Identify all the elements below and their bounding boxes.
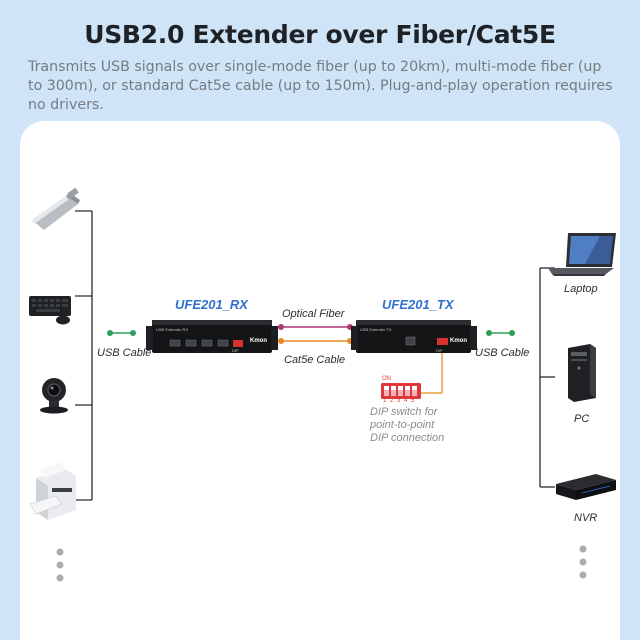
right-bracket: [539, 267, 555, 488]
receiver-dip-text: DIP: [232, 348, 239, 353]
left-usb-cable-label: USB Cable: [97, 347, 152, 359]
receiver-brand-text: Kmon: [250, 338, 267, 344]
dip-position-2: 2: [390, 398, 394, 404]
optical-fiber-label: Optical Fiber: [282, 308, 345, 320]
dip-caption-line-1: DIP switch for: [370, 406, 438, 418]
laptop-icon: [548, 233, 616, 276]
right-usb-cable-label: USB Cable: [475, 347, 530, 359]
page-subtitle: Transmits USB signals over single-mode f…: [28, 59, 613, 113]
dip-on-label: ON: [382, 376, 391, 382]
cat5e-link: [278, 338, 353, 344]
transmitter-device-icon: [351, 320, 477, 353]
dip-position-4: 4: [404, 398, 408, 404]
receiver-name: UFE201_RX: [175, 297, 248, 312]
webcam-icon: [40, 378, 68, 414]
optical-fiber-link: [278, 324, 353, 330]
cat5e-cable-label: Cat5e Cable: [284, 354, 346, 366]
right-usb-link: [486, 330, 515, 336]
usb-flash-drive-icon: [32, 187, 80, 230]
page-title: USB2.0 Extender over Fiber/Cat5E: [84, 20, 556, 49]
transmitter-brand-text: Kmon: [450, 338, 467, 344]
left-bracket: [75, 210, 93, 501]
left-more-dots-icon: [56, 548, 64, 582]
transmitter-panel-text: USB Extender TX: [360, 327, 392, 332]
pc-tower-icon: [568, 344, 596, 402]
dip-position-1: 1: [383, 398, 387, 404]
nvr-icon: [556, 474, 616, 500]
nvr-label: NVR: [574, 512, 598, 524]
dip-caption-line-3: DIP connection: [370, 432, 445, 444]
transmitter-dip-text: DIP: [436, 348, 443, 353]
laptop-label: Laptop: [564, 283, 598, 295]
dip-position-5: 5: [411, 398, 415, 404]
left-usb-link: [107, 330, 136, 336]
dip-caption-line-2: point-to-point: [370, 419, 435, 431]
pc-label: PC: [574, 413, 590, 425]
dip-switch-icon: [381, 383, 421, 399]
transmitter-name: UFE201_TX: [382, 297, 454, 312]
diagram-panel: [20, 121, 620, 640]
printer-icon: [29, 462, 76, 520]
dip-pointer-line: [420, 353, 443, 394]
keyboard-mouse-icon: [29, 296, 71, 325]
dip-position-3: 3: [397, 398, 401, 404]
right-more-dots-icon: [579, 545, 587, 579]
receiver-device-icon: [146, 320, 278, 353]
receiver-panel-text: USB Extender RX: [156, 327, 189, 332]
dip-switch-caption: DIP switch for point-to-point DIP connec…: [370, 406, 480, 445]
